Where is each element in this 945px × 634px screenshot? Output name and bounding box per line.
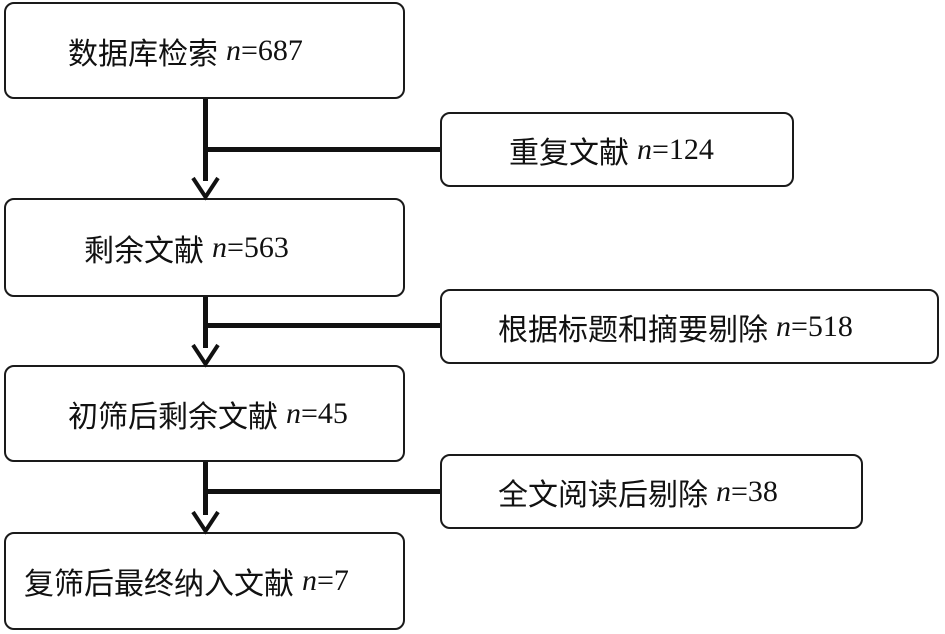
box-value: =687 [241, 33, 303, 67]
box-label: 初筛后剩余文献 [68, 399, 278, 435]
box-remaining-records: 剩余文献 n=563 [4, 198, 405, 297]
box-label: 根据标题和摘要剔除 [498, 312, 768, 348]
box-after-initial-screening: 初筛后剩余文献 n=45 [4, 365, 405, 462]
box-duplicates-removed: 重复文献 n=124 [440, 112, 794, 187]
box-excluded-full-text: 全文阅读后剔除 n=38 [440, 454, 863, 529]
box-variable: n [716, 474, 731, 508]
box-variable: n [776, 309, 791, 343]
box-variable: n [302, 564, 317, 597]
box-value: =563 [227, 230, 289, 264]
box-label: 全文阅读后剔除 [498, 477, 708, 513]
box-value: =38 [731, 474, 778, 508]
connector-line [203, 462, 208, 515]
box-variable: n [637, 132, 652, 166]
arrow-down-icon [191, 510, 220, 535]
arrow-down-icon [191, 176, 220, 201]
box-value: =45 [301, 396, 348, 430]
connector-line [203, 99, 208, 181]
branch-line [203, 489, 440, 494]
box-label: 数据库检索 [68, 36, 218, 72]
box-label: 剩余文献 [84, 233, 204, 269]
branch-line [203, 147, 440, 152]
box-label: 复筛后最终纳入文献 [24, 567, 294, 602]
arrow-down-icon [191, 343, 220, 368]
box-value: =124 [652, 132, 714, 166]
box-value: =7 [317, 564, 349, 597]
box-value: =518 [791, 309, 853, 343]
branch-line [203, 323, 440, 328]
box-variable: n [212, 230, 227, 264]
box-variable: n [286, 396, 301, 430]
box-label: 重复文献 [509, 135, 629, 171]
box-database-search: 数据库检索 n=687 [4, 2, 405, 99]
box-excluded-title-abstract: 根据标题和摘要剔除 n=518 [440, 289, 939, 364]
box-variable: n [226, 33, 241, 67]
box-final-included: 复筛后最终纳入文献 n=7 [4, 532, 405, 630]
connector-line [203, 297, 208, 348]
